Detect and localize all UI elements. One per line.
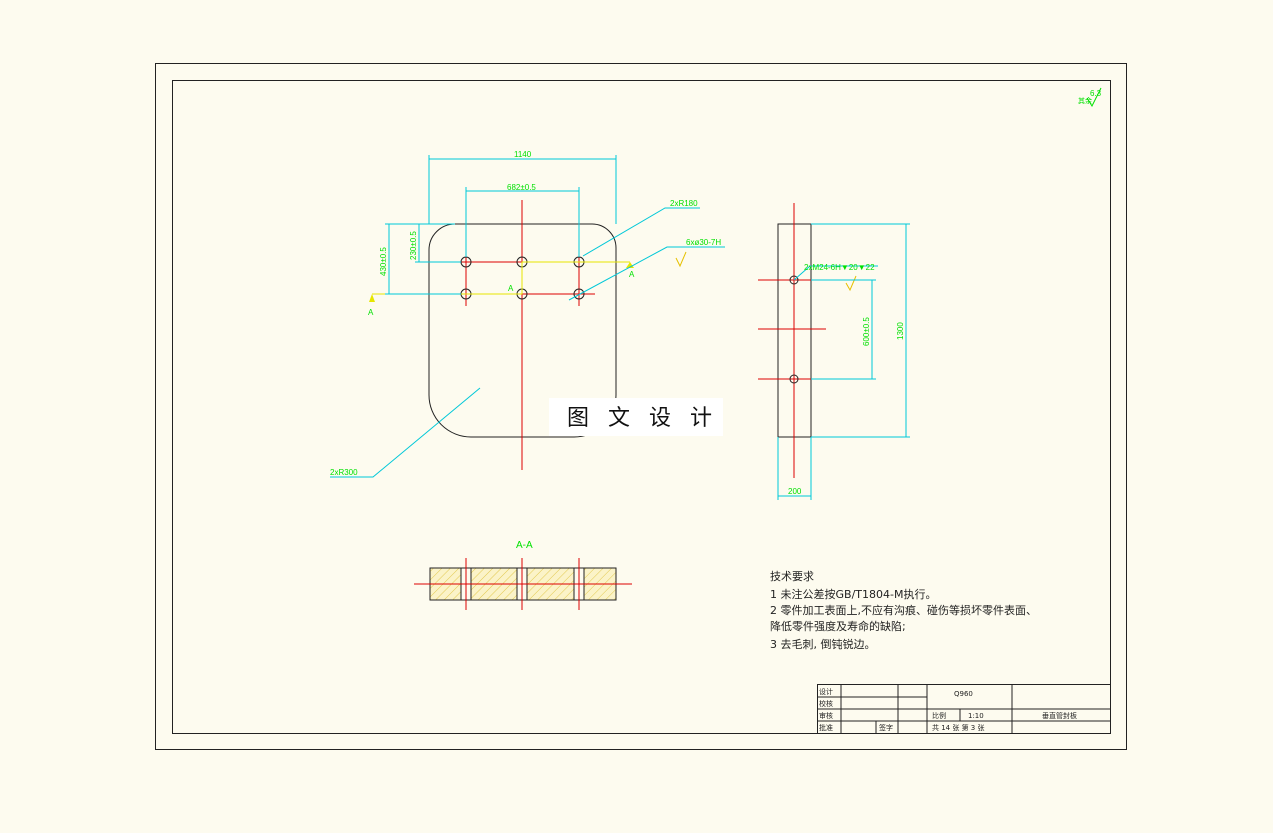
width-dim: 1140 bbox=[514, 150, 532, 159]
section-cut-path bbox=[372, 261, 630, 295]
tech-requirement-line: 2 零件加工表面上,不应有沟痕、碰伤等损坏零件表面、 bbox=[770, 603, 1037, 617]
tech-requirement-line: 3 去毛刺, 倒钝锐边。 bbox=[770, 637, 876, 651]
side-height-dim: 1300 bbox=[896, 322, 905, 340]
hole bbox=[573, 288, 585, 300]
thread-callout: 2xM24-6H▼20▼22 bbox=[804, 263, 875, 272]
tb-scale-label: 比例 bbox=[932, 711, 946, 720]
roughness-value: 6.3 bbox=[1090, 89, 1102, 98]
section-view: A-A bbox=[414, 540, 632, 610]
tb-check: 校核 bbox=[819, 699, 833, 708]
tb-review: 审核 bbox=[819, 711, 833, 720]
section-view-label: A-A bbox=[516, 540, 533, 551]
threaded-hole bbox=[789, 374, 799, 384]
watermark: 图 文 设 计 bbox=[549, 398, 723, 436]
corner-callout-top: 2xR180 bbox=[670, 199, 698, 208]
plate-outline bbox=[428, 223, 617, 438]
tech-requirements-title: 技术要求 bbox=[770, 570, 814, 583]
tb-material: Q960 bbox=[954, 690, 973, 698]
watermark-text: 图 文 设 计 bbox=[567, 406, 718, 431]
outer-frame bbox=[155, 63, 1127, 750]
side-view: 2xM24-6H▼20▼22 600±0.5 1300 200 bbox=[758, 203, 910, 500]
tech-requirement-line: 降低零件强度及寿命的缺陷; bbox=[770, 619, 906, 633]
tb-approve: 批准 bbox=[819, 723, 833, 732]
title-block bbox=[817, 684, 1111, 734]
tb-signature: 签字 bbox=[879, 723, 893, 732]
threaded-hole bbox=[789, 275, 799, 285]
tb-part-name: 垂直管封板 bbox=[1042, 711, 1077, 720]
left-dim-2: 430±0.5 bbox=[379, 247, 388, 276]
surface-roughness-symbol: 其余 6.3 bbox=[1078, 87, 1102, 108]
tb-design: 设计 bbox=[819, 687, 833, 696]
corner-callout-bottom: 2xR300 bbox=[330, 468, 358, 477]
front-view: A A A 1140 682±0.5 230±0.5 430±0.5 2xR18… bbox=[330, 150, 725, 478]
left-dim-1: 230±0.5 bbox=[409, 231, 418, 260]
side-thickness-dim: 200 bbox=[788, 487, 802, 496]
section-label-right: A bbox=[629, 270, 635, 279]
inner-frame bbox=[172, 80, 1111, 734]
hole-spacing-dim: 682±0.5 bbox=[507, 183, 536, 192]
title-block-text: 设计 校核 审核 批准 签字 Q960 比例 1:10 垂直管封板 共 14 张… bbox=[819, 687, 1077, 732]
side-hole-spacing-dim: 600±0.5 bbox=[862, 317, 871, 346]
roughness-prefix: 其余 bbox=[1078, 96, 1092, 105]
tb-sheet-info: 共 14 张 第 3 张 bbox=[932, 723, 985, 732]
section-label-left: A bbox=[368, 308, 374, 317]
tb-scale-value: 1:10 bbox=[968, 712, 984, 720]
hole-callout: 6xø30-7H bbox=[686, 238, 721, 247]
tech-requirements: 技术要求 1 未注公差按GB/T1804-M执行。 2 零件加工表面上,不应有沟… bbox=[770, 570, 1037, 651]
tech-requirement-line: 1 未注公差按GB/T1804-M执行。 bbox=[770, 587, 936, 601]
section-label-mid: A bbox=[508, 284, 514, 293]
